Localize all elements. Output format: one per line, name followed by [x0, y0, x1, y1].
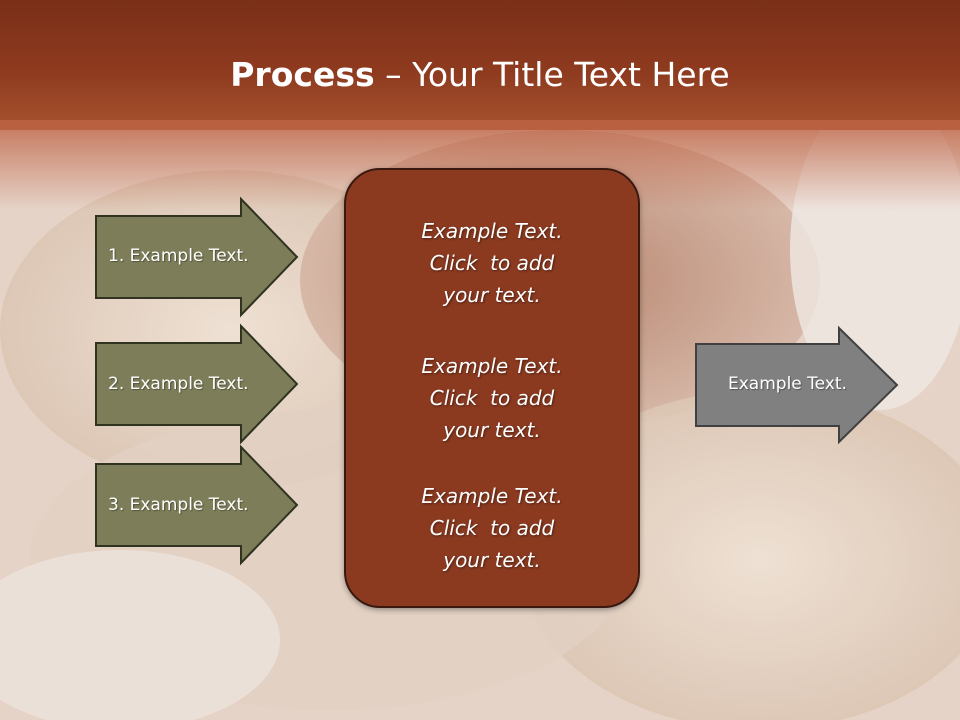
left-arrow-3[interactable]	[95, 444, 299, 566]
title-bar	[0, 0, 960, 130]
paragraph-line: your text.	[443, 418, 541, 442]
center-paragraph-1: Example Text. Click to add your text.	[346, 215, 638, 311]
paragraph-line: Click to add	[429, 251, 555, 275]
center-paragraph-2: Example Text. Click to add your text.	[346, 350, 638, 446]
page-title[interactable]: Process – Your Title Text Here	[0, 52, 960, 98]
right-arrow-label: Example Text.	[728, 374, 847, 394]
left-arrow-3-label: 3. Example Text.	[108, 495, 249, 515]
paragraph-line: your text.	[443, 283, 541, 307]
center-text-box[interactable]: Example Text. Click to add your text. Ex…	[344, 168, 640, 608]
paragraph-line: Example Text.	[421, 219, 563, 243]
paragraph-line: Example Text.	[421, 484, 563, 508]
left-arrow-1[interactable]	[95, 196, 299, 318]
left-arrow-2-label: 2. Example Text.	[108, 374, 249, 394]
paragraph-line: Click to add	[429, 516, 555, 540]
title-dash: –	[374, 55, 413, 94]
title-bold: Process	[230, 55, 375, 94]
left-arrow-1-label: 1. Example Text.	[108, 246, 249, 266]
center-paragraph-3: Example Text. Click to add your text.	[346, 480, 638, 576]
right-arrow[interactable]	[695, 325, 899, 445]
paragraph-line: your text.	[443, 548, 541, 572]
paragraph-line: Example Text.	[421, 354, 563, 378]
paragraph-line: Click to add	[429, 386, 555, 410]
title-text: Your Title Text Here	[412, 55, 730, 94]
left-arrow-2[interactable]	[95, 323, 299, 445]
